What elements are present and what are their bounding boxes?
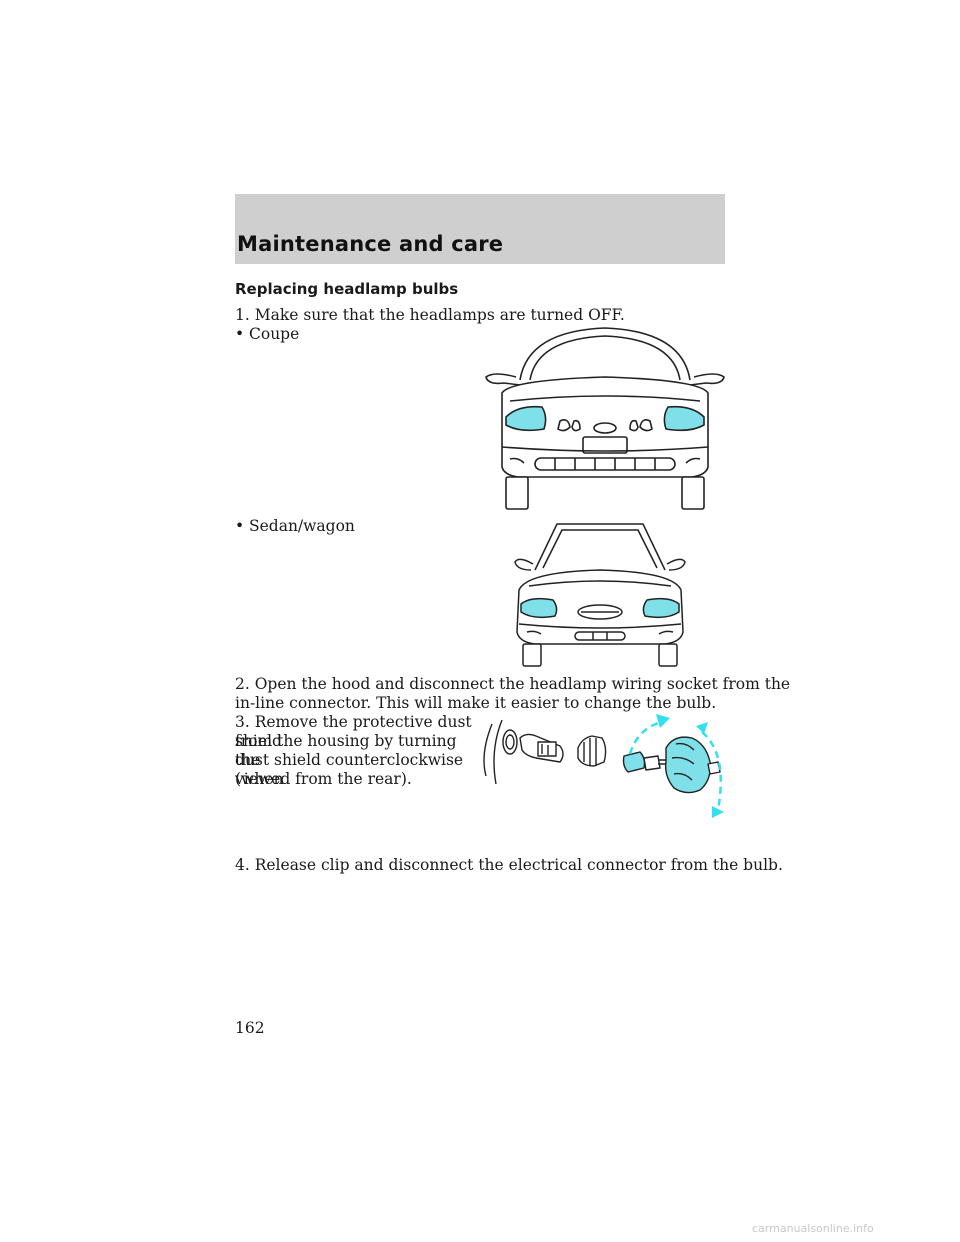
step-3-line-3: dust shield counterclockwise (when [235,751,464,788]
sedan-front-illustration [514,523,686,667]
dust-shield-removal-illustration [483,714,724,818]
section-title: Maintenance and care [237,232,504,256]
step-2-line-2: in-line connector. This will make it eas… [235,694,717,712]
step-3-line-2: from the housing by turning the [235,732,457,769]
step-3-line-4: viewed from the rear). [235,770,412,788]
step-4: 4. Release clip and disconnect the elect… [235,856,783,874]
bullet-label: Coupe [249,325,300,343]
step-3-line-1: 3. Remove the protective dust shield [235,713,472,750]
section-header-band: Maintenance and care [235,194,725,264]
step-2-line-1: 2. Open the hood and disconnect the head… [235,675,791,693]
bullet-label: Sedan/wagon [249,517,355,535]
watermark: carmanualsonline.info [752,1222,874,1235]
coupe-front-illustration [485,327,725,510]
page-number: 162 [235,1019,265,1037]
bullet-symbol: • [235,517,245,535]
bullet-sedan-wagon: • Sedan/wagon [235,517,355,536]
step-1: 1. Make sure that the headlamps are turn… [235,306,625,324]
bullet-coupe: • Coupe [235,325,299,344]
procedure-heading: Replacing headlamp bulbs [235,280,459,298]
bullet-symbol: • [235,325,245,343]
